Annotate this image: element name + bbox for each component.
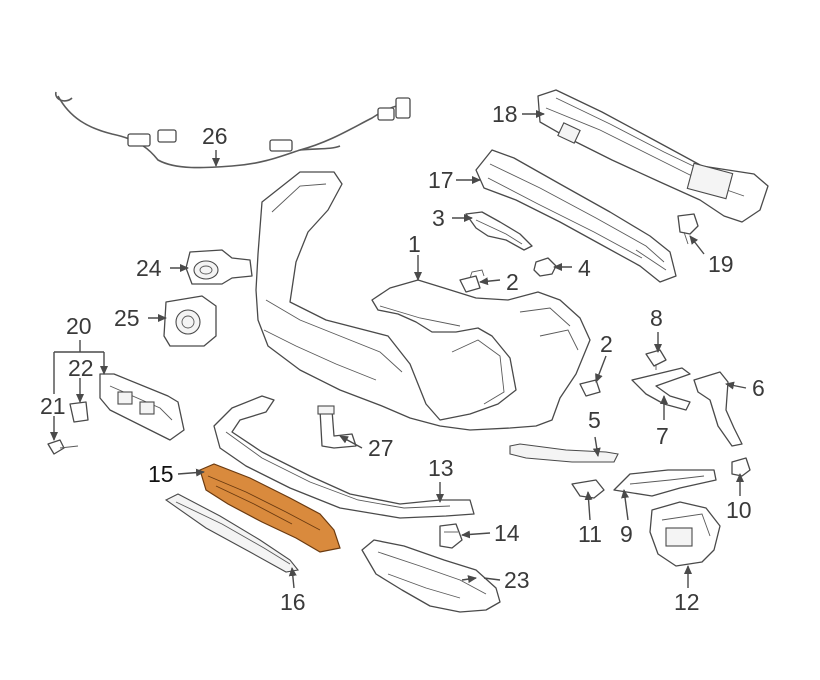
callout-4: 4 (578, 255, 591, 281)
callout-18: 18 (492, 101, 518, 127)
callout-12: 12 (674, 589, 700, 615)
part-14-clip (439, 523, 463, 549)
part-22-bracket (99, 373, 185, 441)
part-3-bracket (465, 211, 533, 251)
callout-13: 13 (428, 455, 454, 481)
callout-23: 23 (504, 567, 530, 593)
part-11-bracket (571, 479, 605, 499)
callout-24: 24 (136, 255, 162, 281)
part-21-screw (47, 439, 79, 455)
callout-labels: 1 2 2 3 4 5 6 7 8 9 10 11 12 13 14 15 16… (40, 101, 765, 615)
part-17-energy-absorber (475, 149, 677, 283)
callout-2-lower: 2 (600, 331, 613, 357)
callout-10: 10 (726, 497, 752, 523)
callout-11: 11 (578, 521, 602, 547)
callout-26: 26 (202, 123, 228, 149)
callout-14: 14 (494, 520, 520, 546)
callout-21: 21 (40, 393, 66, 419)
callout-22: 22 (68, 355, 94, 381)
callout-1: 1 (408, 231, 421, 257)
callout-9: 9 (620, 521, 633, 547)
part-9-garnish (613, 469, 717, 497)
callout-20: 20 (66, 313, 92, 339)
callout-3: 3 (432, 205, 445, 231)
part-22-nut-plate (69, 401, 89, 423)
callout-19: 19 (708, 251, 734, 277)
part-6-cover (693, 371, 743, 447)
part-25-sensor-retainer (163, 295, 217, 347)
part-8-bolt (645, 349, 667, 370)
part-13-lower-spoiler (213, 395, 475, 519)
part-26-wire-harness (55, 91, 411, 169)
part-16-lower-strip (164, 493, 300, 573)
part-2-upper-bolt (459, 269, 485, 293)
part-23-engine-undercover (361, 539, 501, 613)
callout-16: 16 (280, 589, 306, 615)
callout-25: 25 (114, 305, 140, 331)
callout-15: 15 (148, 461, 174, 487)
part-24-parking-sensor (185, 249, 253, 285)
callout-27: 27 (368, 435, 394, 461)
part-1-bumper-cover (255, 171, 591, 431)
callout-17: 17 (428, 167, 454, 193)
part-2-lower-bolt (579, 379, 601, 397)
callout-2-upper: 2 (506, 269, 519, 295)
callout-6: 6 (752, 375, 765, 401)
part-15-lower-absorber-highlighted (199, 463, 341, 553)
part-7-garnish (631, 367, 691, 411)
part-12-bracket (649, 501, 721, 567)
callout-8: 8 (650, 305, 663, 331)
leader-lines (50, 110, 747, 589)
part-4-nut (533, 257, 557, 277)
part-10-clip (731, 457, 751, 477)
part-5-molding (509, 443, 619, 463)
part-19-clip (677, 213, 699, 245)
part-18-bumper-reinforcement (537, 89, 769, 223)
callout-7: 7 (656, 423, 669, 449)
callout-5: 5 (588, 407, 601, 433)
